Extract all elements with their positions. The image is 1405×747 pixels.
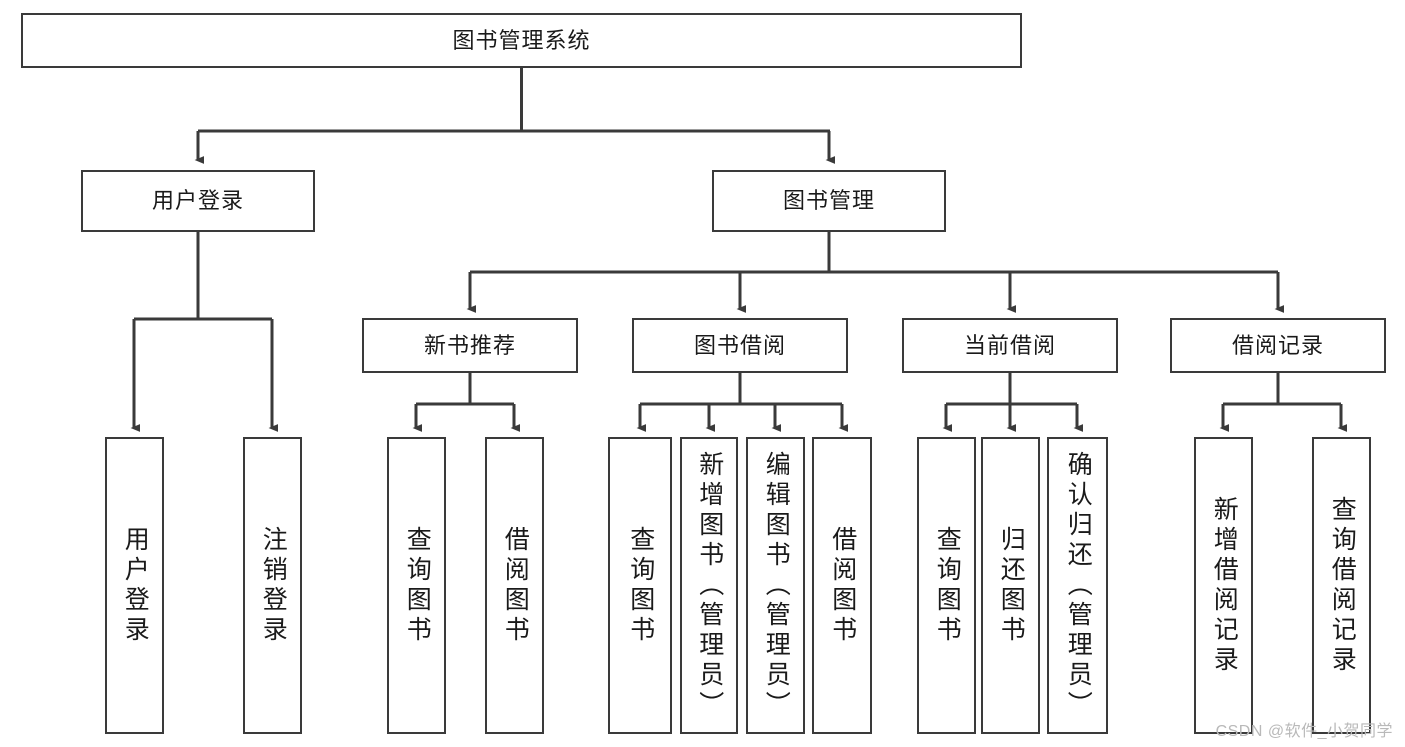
node-book-management[interactable]: 图书管理 [712,170,946,232]
node-label: 图书借阅 [693,332,786,358]
node-label: 查询图书 [933,525,962,646]
node-label: 注销登录 [259,525,288,646]
node-label: 新增图书（管理员） [695,450,724,721]
node-new-book-recommend[interactable]: 新书推荐 [362,318,578,373]
node-label: 新书推荐 [423,332,516,358]
node-leaf-confirm-return[interactable]: 确认归还（管理员） [1047,437,1108,734]
node-label: 借阅记录 [1231,332,1324,358]
node-book-borrow[interactable]: 图书借阅 [632,318,848,373]
node-leaf-query-book-1[interactable]: 查询图书 [387,437,446,734]
node-leaf-return-book[interactable]: 归还图书 [981,437,1040,734]
node-leaf-borrow-book-2[interactable]: 借阅图书 [812,437,872,734]
node-label: 编辑图书（管理员） [762,450,791,721]
node-label: 新增借阅记录 [1210,495,1239,676]
node-label: 查询图书 [403,525,432,646]
node-label: 用户登录 [151,188,244,214]
node-leaf-query-book-2[interactable]: 查询图书 [608,437,672,734]
node-label: 图书管理 [782,188,875,214]
node-label: 查询图书 [626,525,655,646]
node-label: 归还图书 [997,525,1026,646]
node-leaf-add-book[interactable]: 新增图书（管理员） [680,437,738,734]
node-label: 用户登录 [121,525,150,646]
node-leaf-query-record[interactable]: 查询借阅记录 [1312,437,1371,734]
node-user-login[interactable]: 用户登录 [81,170,315,232]
node-borrow-record[interactable]: 借阅记录 [1170,318,1386,373]
node-label: 查询借阅记录 [1328,495,1357,676]
node-leaf-add-record[interactable]: 新增借阅记录 [1194,437,1253,734]
node-leaf-query-book-3[interactable]: 查询图书 [917,437,976,734]
node-leaf-edit-book[interactable]: 编辑图书（管理员） [746,437,805,734]
node-label: 当前借阅 [963,332,1056,358]
node-current-borrow[interactable]: 当前借阅 [902,318,1118,373]
node-label: 借阅图书 [828,525,857,646]
node-leaf-user-login[interactable]: 用户登录 [105,437,164,734]
node-root-system[interactable]: 图书管理系统 [21,13,1022,68]
node-label: 确认归还（管理员） [1064,450,1093,721]
node-leaf-borrow-book-1[interactable]: 借阅图书 [485,437,544,734]
watermark-text: CSDN @软件_小贺同学 [1215,723,1393,740]
node-label: 图书管理系统 [452,27,591,53]
node-label: 借阅图书 [501,525,530,646]
node-leaf-logout-login[interactable]: 注销登录 [243,437,302,734]
